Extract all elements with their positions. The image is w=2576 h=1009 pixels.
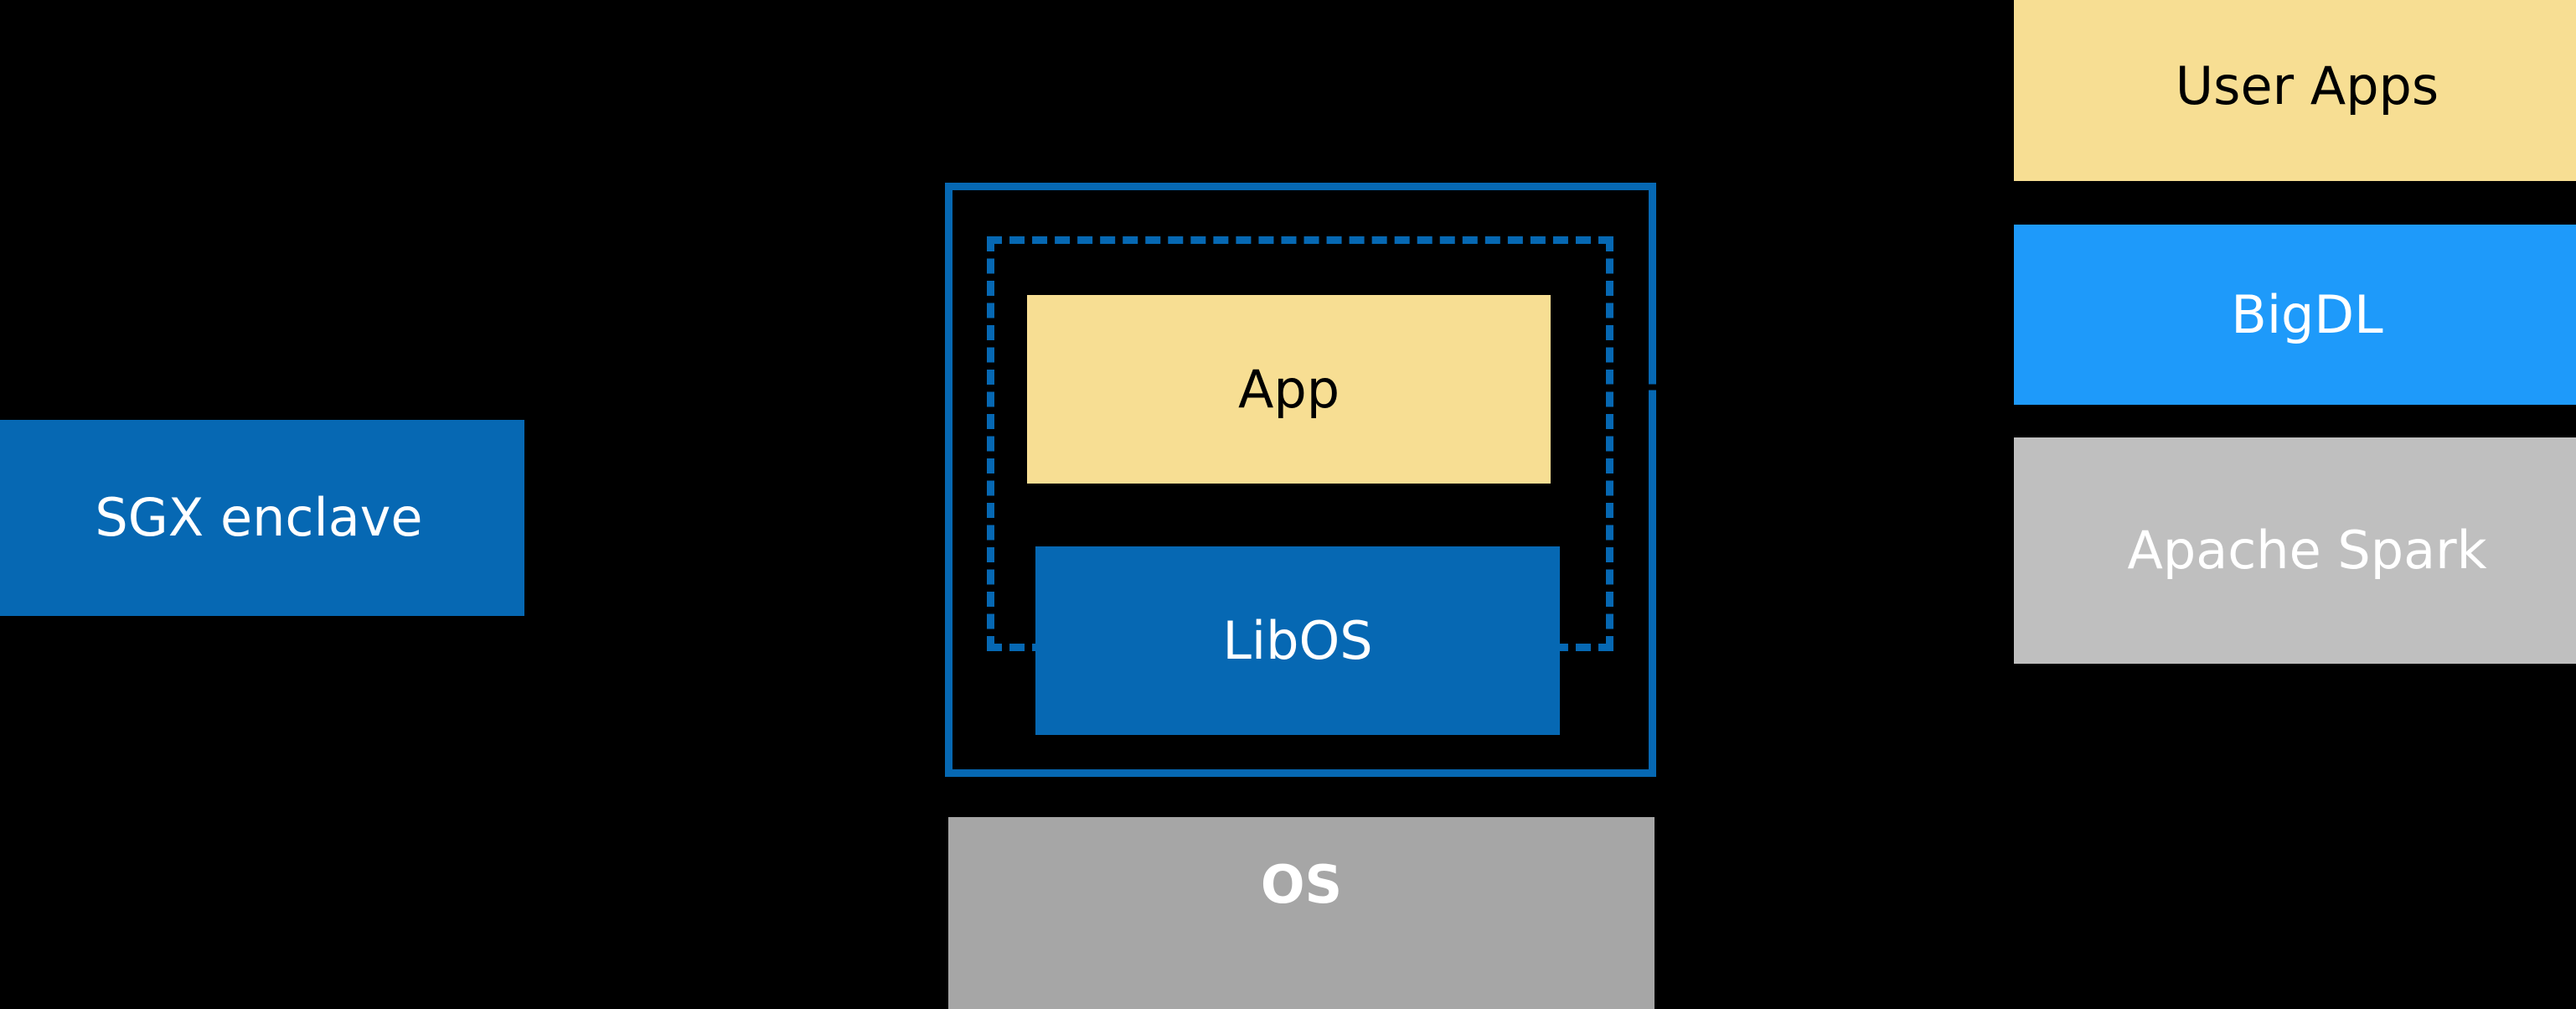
bigdl-label: BigDL xyxy=(2231,283,2383,345)
os-block[interactable]: OS xyxy=(948,817,1655,1009)
libos-block[interactable]: LibOS xyxy=(1035,546,1560,735)
os-label: OS xyxy=(1260,854,1343,915)
apache-spark-block[interactable]: Apache Spark xyxy=(2014,437,2576,664)
app-label: App xyxy=(1237,358,1340,420)
bigdl-block[interactable]: BigDL xyxy=(2014,225,2576,405)
apache-spark-label: Apache Spark xyxy=(2127,520,2487,582)
libos-label: LibOS xyxy=(1222,609,1373,671)
sgx-enclave-label: SGX enclave xyxy=(95,487,423,549)
enclave-solid-outline xyxy=(945,183,1656,777)
user-apps-block[interactable]: User Apps xyxy=(2014,0,2576,181)
connector-stack-to-app-lower xyxy=(1672,387,2014,489)
user-apps-label: User Apps xyxy=(2175,55,2439,117)
app-block[interactable]: App xyxy=(1027,295,1551,484)
sgx-enclave-block[interactable]: SGX enclave xyxy=(0,420,524,616)
